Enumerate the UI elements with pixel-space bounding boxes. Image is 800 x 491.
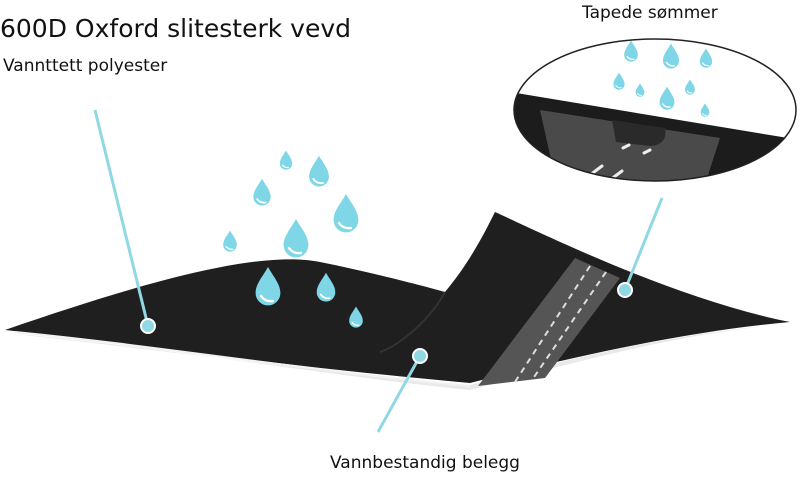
label-taped-seams: Tapede sømmer bbox=[582, 3, 718, 23]
fabric-title: 600D Oxford slitesterk vevd bbox=[0, 14, 351, 43]
callout-polyester bbox=[93, 109, 156, 334]
label-polyester: Vannttett polyester bbox=[3, 56, 168, 76]
label-coating: Vannbestandig belegg bbox=[330, 453, 520, 473]
seam-band bbox=[478, 258, 620, 386]
callout-coating bbox=[376, 348, 428, 433]
seam-closeup bbox=[513, 38, 797, 182]
fabric-sheet bbox=[5, 212, 792, 390]
callout-seams bbox=[617, 197, 664, 298]
